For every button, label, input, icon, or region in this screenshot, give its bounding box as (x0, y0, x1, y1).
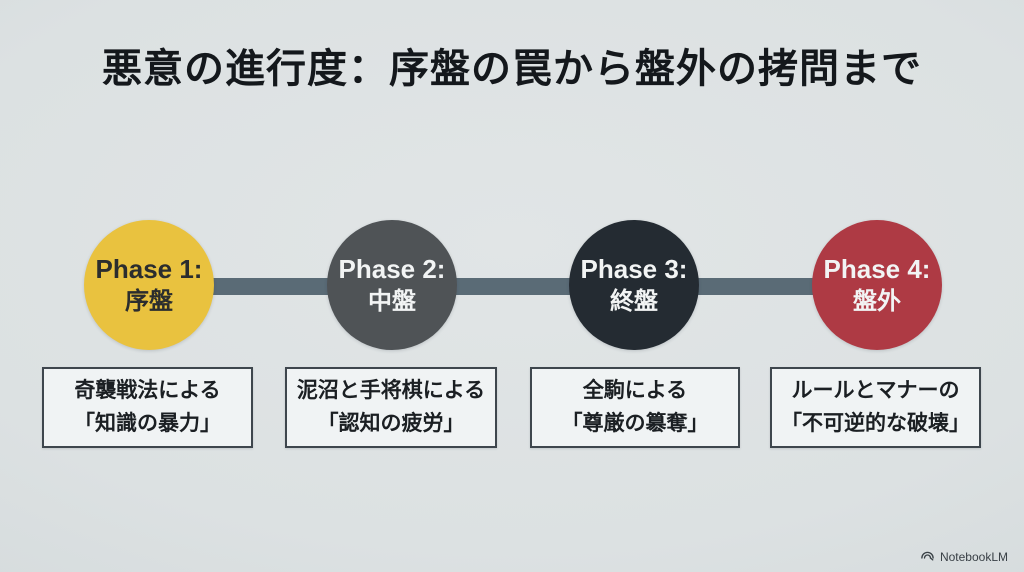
notebooklm-watermark: NotebookLM (920, 549, 1008, 564)
phase-2-name: 中盤 (368, 287, 416, 315)
phase-2-circle: Phase 2: 中盤 (327, 220, 457, 350)
page-title: 悪意の進行度：序盤の罠から盤外の拷問まで (102, 45, 922, 92)
phase-3-circle: Phase 3: 終盤 (569, 220, 699, 350)
phase-4-desc-line1: ルールとマナーの (791, 378, 960, 402)
phase-2-description-box: 泥沼と手将棋による 「認知の疲労」 (285, 367, 497, 448)
phase-2-desc-line1: 泥沼と手将棋による (296, 378, 486, 402)
phase-2-desc-line2: 「認知の疲労」 (317, 411, 465, 435)
phase-3-desc-line1: 全駒による (582, 378, 688, 402)
phase-3-name: 終盤 (610, 287, 658, 315)
phase-1-desc-line2: 「知識の暴力」 (74, 411, 221, 435)
phase-2-label: Phase 2: (338, 254, 446, 285)
phase-4-description-box: ルールとマナーの 「不可逆的な破壊」 (770, 367, 981, 448)
phase-1-name: 序盤 (125, 287, 173, 315)
timeline-connector (149, 278, 877, 295)
phase-3-description-box: 全駒による 「尊厳の簒奪」 (530, 367, 740, 448)
phase-3-label: Phase 3: (580, 254, 688, 285)
phase-1-label: Phase 1: (95, 254, 203, 285)
phase-1-desc-line1: 奇襲戦法による (74, 378, 221, 402)
phase-4-circle: Phase 4: 盤外 (812, 220, 942, 350)
phase-1-description-box: 奇襲戦法による 「知識の暴力」 (42, 367, 253, 448)
phase-3-desc-line2: 「尊厳の簒奪」 (561, 411, 709, 435)
phase-4-desc-line2: 「不可逆的な破壊」 (781, 411, 970, 435)
phase-4-name: 盤外 (853, 287, 901, 315)
phase-4-label: Phase 4: (823, 254, 931, 285)
notebooklm-logo-icon (920, 549, 935, 564)
notebooklm-brand-text: NotebookLM (939, 549, 1008, 564)
phase-1-circle: Phase 1: 序盤 (84, 220, 214, 350)
